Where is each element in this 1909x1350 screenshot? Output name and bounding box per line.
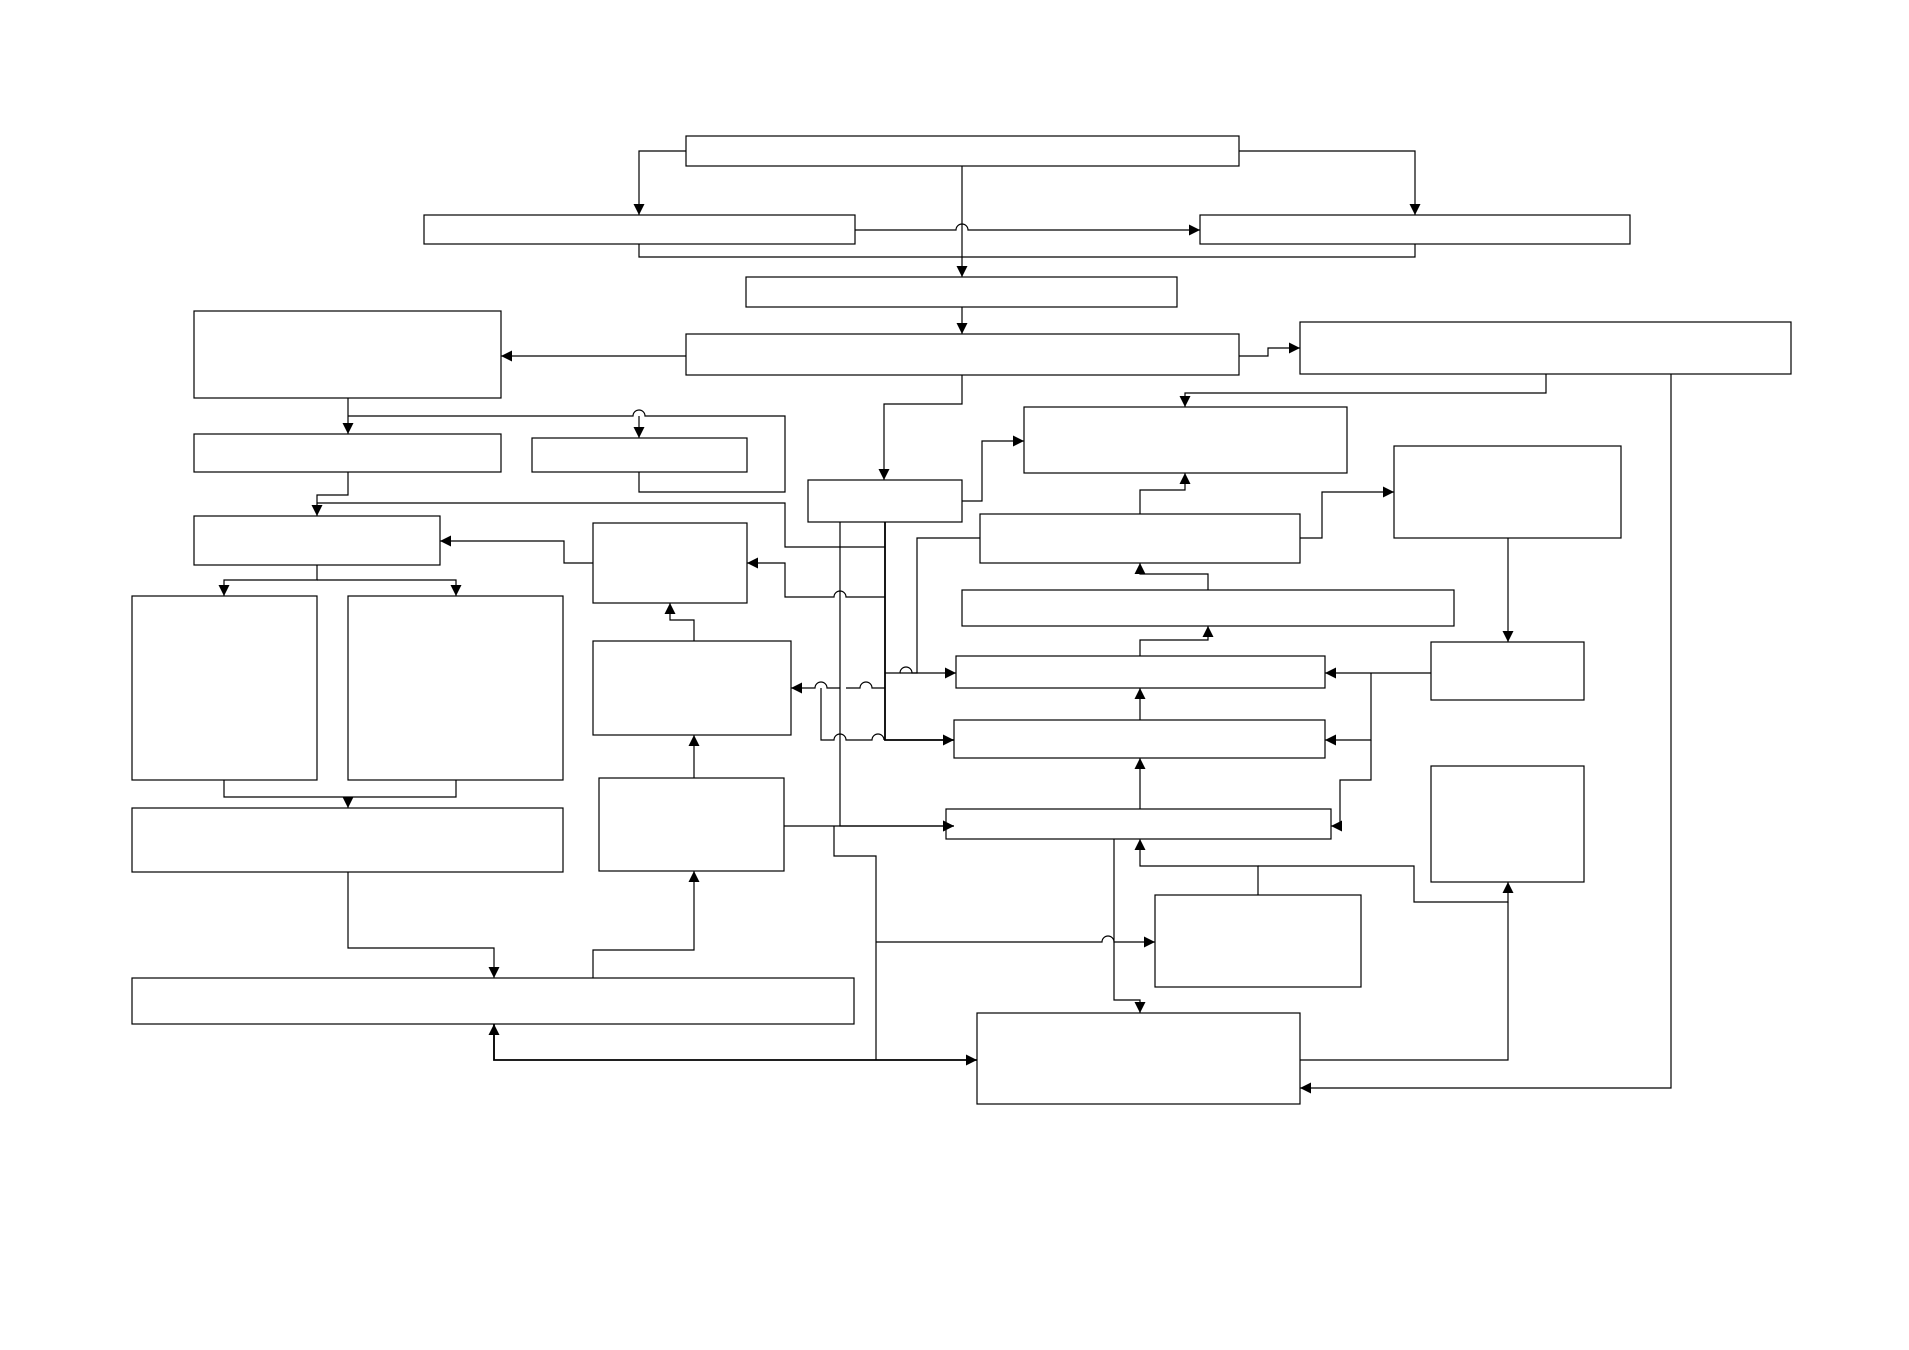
connector <box>1300 486 1394 539</box>
connector <box>1325 673 1372 746</box>
box-center-row10 <box>945 808 1332 840</box>
connector <box>317 579 462 596</box>
box-bottom-left-wide <box>131 977 855 1025</box>
connector <box>884 522 954 746</box>
box-mid-row8 <box>592 640 792 736</box>
connector <box>347 872 500 978</box>
connector <box>1139 626 1214 656</box>
connector <box>440 535 593 564</box>
box-mid-small <box>531 437 748 473</box>
connectors <box>218 150 1672 1094</box>
connector <box>1139 473 1191 514</box>
box-right-wide <box>1299 321 1792 375</box>
connector <box>1179 374 1547 407</box>
box-right-row8 <box>1430 641 1585 701</box>
connector <box>1113 839 1146 1013</box>
connector <box>791 681 840 694</box>
box-right-row6 <box>979 513 1301 564</box>
box-mid-row6 <box>592 522 748 604</box>
box-left-row6 <box>193 515 441 566</box>
box-left-wide <box>131 807 564 873</box>
connector <box>1258 865 1514 903</box>
box-center-main <box>685 333 1240 376</box>
connector <box>1134 563 1209 590</box>
connector <box>747 557 885 598</box>
connector <box>1331 740 1372 832</box>
connector <box>1300 374 1672 1094</box>
box-center-small <box>807 479 963 523</box>
connector <box>833 826 877 1060</box>
connector <box>348 409 786 493</box>
box-center-row8 <box>955 655 1326 689</box>
connector <box>820 688 885 741</box>
connector <box>1239 342 1300 357</box>
box-row2-right <box>1199 214 1631 245</box>
box-row2-left <box>423 214 856 245</box>
connector <box>317 502 885 548</box>
box-right-center <box>1023 406 1348 474</box>
box-right-row11 <box>1154 894 1362 988</box>
connector <box>876 935 1155 948</box>
box-col-left-b <box>347 595 564 781</box>
box-right-long <box>961 589 1455 627</box>
connector <box>664 603 695 641</box>
connector <box>592 871 700 978</box>
box-right-row10 <box>1430 765 1585 883</box>
connector <box>218 565 318 596</box>
connector <box>638 244 1416 258</box>
box-left-row5 <box>193 433 502 473</box>
box-col-left-a <box>131 595 318 781</box>
connector <box>846 681 885 689</box>
box-top <box>685 135 1240 167</box>
box-center-row9 <box>953 719 1326 759</box>
connector <box>1134 839 1259 895</box>
connector <box>878 375 963 480</box>
connector <box>633 150 686 215</box>
connector <box>223 780 457 798</box>
connector <box>493 1024 977 1066</box>
box-row3-center <box>745 276 1178 308</box>
connector <box>311 472 349 516</box>
connector <box>1300 902 1509 1061</box>
connector <box>1239 150 1421 215</box>
box-mid-row10 <box>598 777 785 872</box>
connector <box>855 223 1200 236</box>
box-right-tall <box>1393 445 1622 539</box>
box-left-large <box>193 310 502 399</box>
boxes <box>131 135 1792 1105</box>
box-bottom-center <box>976 1012 1301 1105</box>
connector <box>962 435 1024 502</box>
connector <box>839 522 954 832</box>
